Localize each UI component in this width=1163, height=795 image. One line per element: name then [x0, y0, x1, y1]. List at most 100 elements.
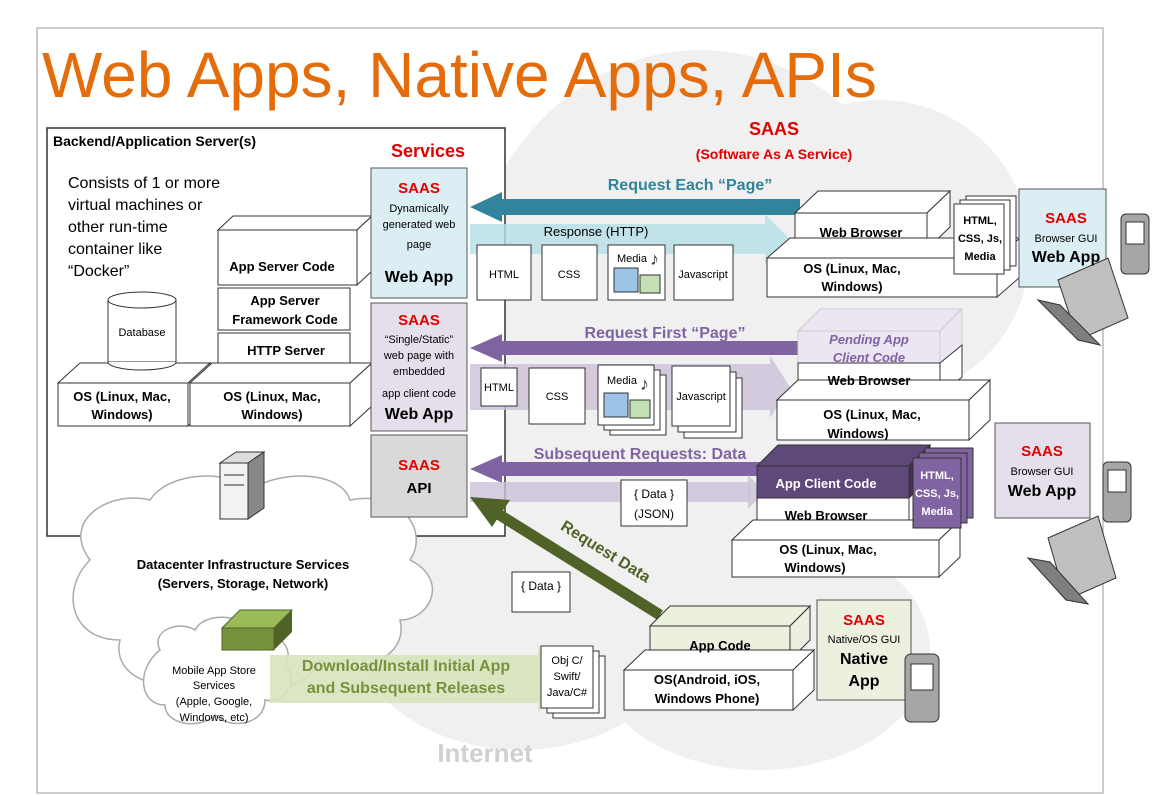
spa-saas: SAAS [398, 312, 440, 329]
service-webapp-box [370, 167, 468, 299]
frame [36, 27, 1104, 794]
phone-icon-1 [1120, 213, 1150, 275]
saas-top-sub: (Software As A Service) [696, 146, 852, 162]
webapp-desc-1: Dynamically [389, 203, 449, 215]
json-note [620, 479, 688, 527]
store-icon [220, 609, 294, 651]
source-files [540, 645, 606, 719]
row2-pending-1: Pending App [829, 332, 909, 347]
row1-doc-css: CSS [558, 269, 581, 281]
service-spa-box [370, 302, 468, 432]
request-each-page-arrow [470, 192, 800, 222]
webapp-saas: SAAS [398, 180, 440, 197]
svg-text:“Docker”: “Docker” [68, 263, 129, 280]
row4-data-label: { Data } [521, 579, 561, 593]
row3-browser-label: Web Browser [785, 508, 868, 523]
services-label: Services [391, 141, 465, 161]
row1-stack-box [953, 195, 1017, 275]
svg-text:♪: ♪ [640, 374, 649, 394]
row1-doc-js: Javascript [678, 269, 728, 281]
phone-icon-2 [1102, 461, 1132, 523]
svg-text:virtual machines or: virtual machines or [68, 197, 203, 214]
row2-os-box [775, 378, 992, 442]
row1-response-label: Response (HTTP) [544, 224, 649, 239]
svg-text:♪: ♪ [650, 249, 659, 269]
spa-desc-2: web page with [383, 350, 454, 362]
spa-desc-4: app client code [382, 388, 456, 400]
datacenter-label-1: Datacenter Infrastructure Services [137, 557, 349, 572]
download-arrow [270, 645, 560, 713]
svg-text:other run-time: other run-time [68, 219, 168, 236]
row2-doc-html: HTML [484, 382, 514, 394]
server-icon [218, 451, 266, 520]
row3-gui-name: Web App [1008, 483, 1077, 500]
row1-gui-name: Web App [1032, 249, 1101, 266]
row1-os-1: OS (Linux, Mac, [803, 261, 901, 276]
api-name: API [406, 480, 431, 497]
row4-os-1: OS(Android, iOS, [654, 672, 760, 687]
row3-client-box [755, 443, 932, 500]
framework-label-1: App Server [250, 293, 319, 308]
row1-doc-media: Media [617, 253, 648, 265]
row1-stack-3: Media [964, 251, 996, 263]
row2-request-label: Request First “Page” [585, 325, 746, 342]
spa-desc-3: embedded [393, 366, 445, 378]
os-left-box [56, 361, 212, 428]
laptop-icon-1 [1036, 257, 1129, 346]
row4-gui-saas: SAAS [843, 612, 885, 629]
row3-request-label: Subsequent Requests: Data [534, 446, 747, 463]
source-label-3: Java/C# [547, 687, 588, 699]
download-label-1: Download/Install Initial App [302, 658, 511, 675]
page-title: Web Apps, Native Apps, APIs [42, 39, 877, 111]
row1-gui-sub: Browser GUI [1035, 233, 1098, 245]
row3-stack-1: HTML, [920, 470, 954, 482]
store-label-1: Mobile App Store [172, 665, 256, 677]
source-label-2: Swift/ [554, 671, 582, 683]
row1-stack-1: HTML, [963, 215, 997, 227]
row2-os-1: OS (Linux, Mac, [823, 407, 921, 422]
svg-text:Consists of 1 or more: Consists of 1 or more [68, 175, 220, 192]
row1-doc-html: HTML [489, 269, 519, 281]
app-server-code-label: App Server Code [229, 259, 334, 274]
row3-client-label: App Client Code [775, 476, 876, 491]
os-right-label-1: OS (Linux, Mac, [223, 389, 321, 404]
media-icon-1: ♪ [613, 249, 661, 294]
webapp-name: Web App [385, 269, 454, 286]
spa-name: Web App [385, 406, 454, 423]
store-label-4: Windows, etc) [179, 712, 248, 724]
webapp-desc-2: generated web [383, 219, 456, 231]
row3-json-2: (JSON) [634, 507, 674, 521]
service-api-box [370, 434, 468, 518]
phone-icon-3 [904, 653, 940, 723]
row2-doc-js: Javascript [676, 391, 726, 403]
store-label-2: Services [193, 680, 236, 692]
row1-os-2: Windows) [821, 279, 882, 294]
row1-gui-saas: SAAS [1045, 210, 1087, 227]
row2-pending-2: Client Code [833, 350, 905, 365]
row3-stack-2: CSS, Js, [915, 488, 959, 500]
row4-os-2: Windows Phone) [655, 691, 760, 706]
http-server-box [217, 332, 351, 368]
backend-description: Consists of 1 or more virtual machines o… [68, 175, 220, 280]
row3-stack-3: Media [921, 506, 953, 518]
app-server-code-box [216, 214, 374, 287]
database-label: Database [118, 327, 165, 339]
source-label-1: Obj C/ [551, 655, 583, 667]
framework-label-2: Framework Code [232, 312, 337, 327]
row3-gui-sub: Browser GUI [1011, 466, 1074, 478]
internet-label: Internet [437, 738, 533, 768]
row3-gui-box [994, 422, 1091, 519]
row3-stack-box [912, 447, 974, 529]
download-label-2: and Subsequent Releases [307, 680, 505, 697]
row2-doc-css: CSS [546, 391, 569, 403]
http-server-label: HTTP Server [247, 343, 325, 358]
laptop-icon-2 [1026, 515, 1117, 605]
row4-appcode-label: App Code [689, 638, 750, 653]
request-data-arrow [470, 497, 663, 620]
row4-os-box [622, 648, 816, 712]
row1-browser-label: Web Browser [820, 225, 903, 240]
row2-pending-box [796, 307, 964, 369]
row3-gui-saas: SAAS [1021, 443, 1063, 460]
row3-os-1: OS (Linux, Mac, [779, 542, 877, 557]
row4-gui-name-2: App [848, 673, 879, 690]
